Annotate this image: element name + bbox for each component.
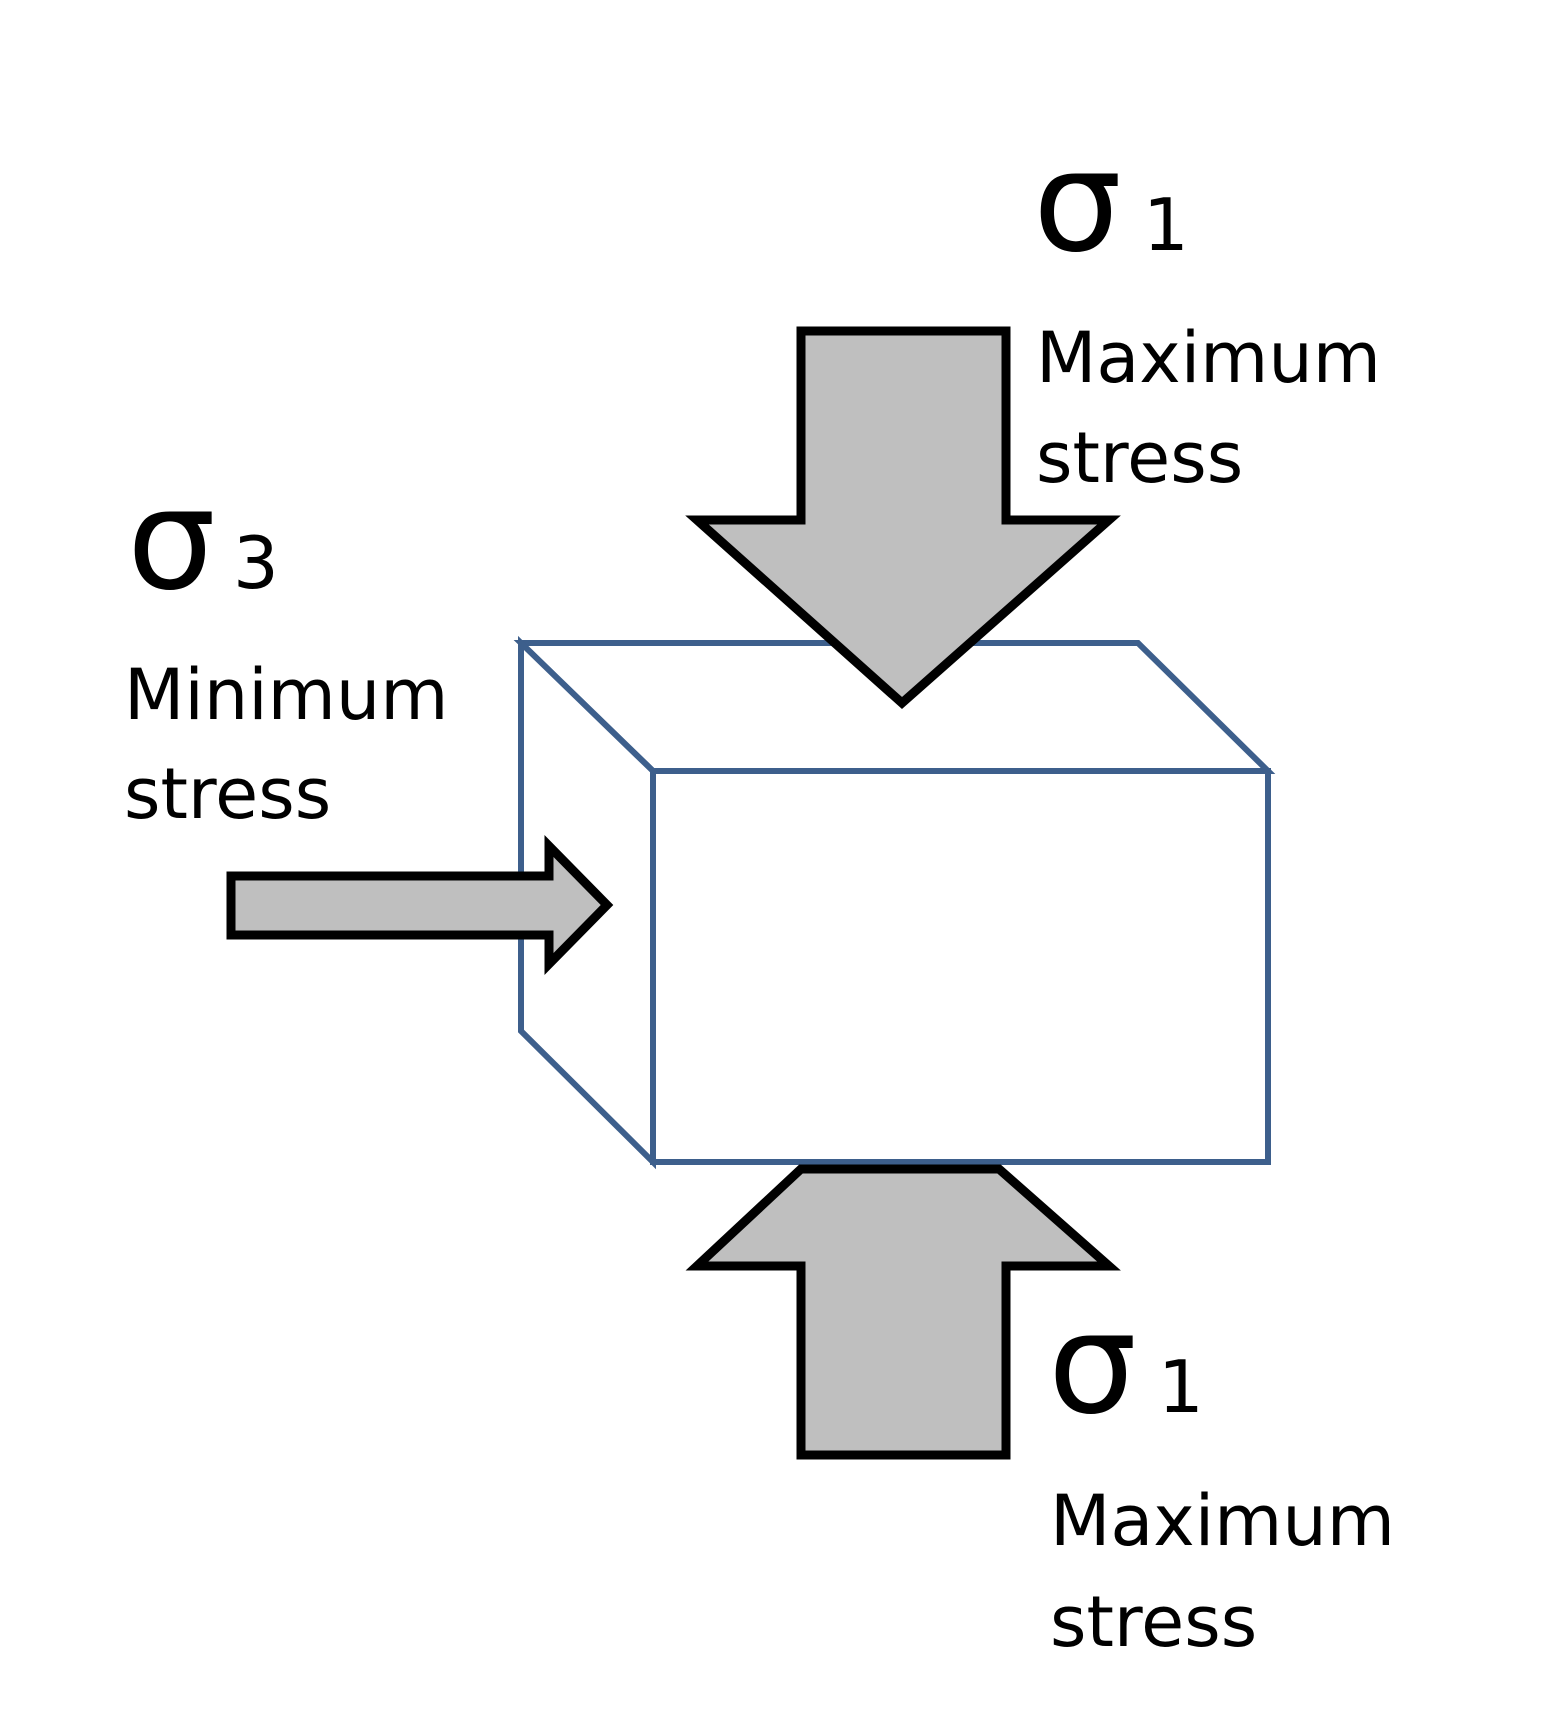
- sigma1-top-subscript: 1: [1143, 183, 1189, 267]
- sigma1-top-label: σ 1 Maximum stress: [1033, 121, 1381, 499]
- sigma1-bottom-label: σ 1 Maximum stress: [1048, 1283, 1395, 1663]
- sigma1-bottom-desc-line1: Maximum: [1050, 1480, 1395, 1562]
- sigma1-top-desc-line1: Maximum: [1036, 317, 1381, 399]
- sigma3-left-desc-line2: stress: [124, 753, 331, 835]
- sigma1-bottom-subscript: 1: [1158, 1345, 1204, 1429]
- sigma3-left-subscript: 3: [233, 521, 279, 605]
- sigma1-bottom-arrow: [685, 1164, 1121, 1460]
- sigma3-left-symbol: σ: [127, 459, 216, 622]
- block-front-face: [650, 768, 1271, 1165]
- sigma3-left-arrow: [226, 835, 614, 975]
- sigma1-top-desc-line2: stress: [1036, 417, 1243, 499]
- sigma3-left-label: σ 3 Minimum stress: [124, 459, 448, 835]
- sigma1-bottom-desc-line2: stress: [1050, 1581, 1257, 1663]
- sigma3-left-desc-line1: Minimum: [124, 654, 448, 736]
- stress-block: [513, 635, 1276, 1170]
- sigma1-top-arrow: [685, 326, 1121, 710]
- sigma1-bottom-symbol: σ: [1048, 1283, 1137, 1446]
- sigma1-top-symbol: σ: [1033, 121, 1122, 284]
